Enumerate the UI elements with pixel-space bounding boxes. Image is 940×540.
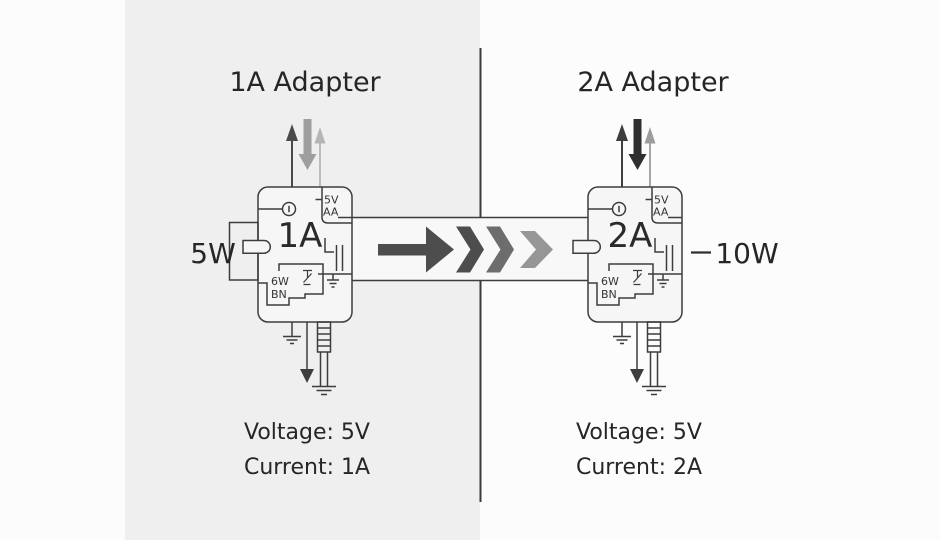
left-load-down-arrow-icon [303,119,312,155]
left-coil-icon [316,321,332,353]
left-chip-outline [258,263,324,306]
left-cap-wire [324,238,334,253]
left-current-label: 1A [278,216,323,256]
left-voltage-spec: Voltage: 5V [244,420,370,445]
right-load-down-arrow-icon [633,119,642,155]
flow-arrow-shaft [378,244,428,256]
right-watt-label: 10W [715,237,778,270]
right-cap-wire [654,238,664,253]
left-down-arrowhead-icon [300,369,314,383]
left-port-type-label: AA [323,206,339,219]
left-port-voltage-label: 5V [324,194,339,207]
flow-chevron-3-icon [520,231,553,268]
right-current-spec: Current: 2A [576,455,702,480]
right-chip-label-top: 6W [601,275,619,288]
left-port-label-box [321,187,352,224]
right-current-label: 2A [608,216,653,256]
right-port-voltage-label: 5V [654,194,669,207]
right-load-down-arrowhead-icon [628,154,647,170]
right-adapter-title: 2A Adapter [577,67,729,98]
left-transistor-glyph [303,269,312,286]
right-transistor-glyph [633,269,642,286]
right-coil-icon [646,321,662,353]
right-chip-label-bottom: BN [601,288,617,301]
left-adapter-schematic: 5V AA 1A 6W BN [228,119,353,396]
left-load-down-arrowhead-icon [298,154,317,170]
flow-chevron-1-icon [456,226,484,273]
left-chip-label-bottom: BN [271,288,287,301]
right-aux-up-arrowhead-icon [644,127,656,144]
left-current-spec: Current: 1A [244,455,370,480]
right-adapter-body [587,186,683,323]
right-plug-icon [572,239,602,254]
right-chip-outline [588,263,654,306]
right-port-type-label: AA [653,206,669,219]
right-down-arrowhead-icon [630,369,644,383]
right-voltage-spec: Voltage: 5V [576,420,702,445]
power-flow-arrow-icon [378,226,553,273]
right-output-up-arrowhead-icon [616,124,628,141]
left-aux-up-arrowhead-icon [314,127,326,144]
left-adapter-title: 1A Adapter [229,67,381,98]
left-output-up-arrowhead-icon [286,124,298,141]
right-port-label-box [651,187,682,224]
flow-chevron-2-icon [486,226,514,273]
right-adapter-schematic: 5V AA 2A 6W BN [572,119,683,396]
left-watt-label: 5W [190,237,236,270]
left-chip-label-top: 6W [271,275,289,288]
flow-arrowhead [426,226,454,273]
left-plug-icon [242,239,272,254]
